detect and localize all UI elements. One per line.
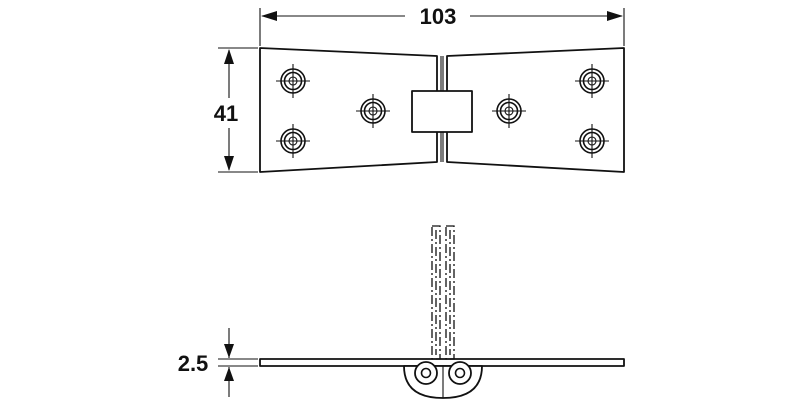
height-dimension-label: 41 <box>214 101 238 126</box>
width-dimension-label: 103 <box>420 4 457 29</box>
side-plate <box>259 358 625 367</box>
arrowhead <box>224 156 234 171</box>
knuckle-pin <box>448 361 472 385</box>
left-leaf <box>259 47 438 173</box>
knuckle-pin <box>414 361 438 385</box>
open-leaf-phantom <box>431 225 441 360</box>
hinge-side-view <box>259 225 625 399</box>
width-dimension: 103 <box>259 4 625 46</box>
thickness-dimension-label: 2.5 <box>178 351 209 376</box>
arrowhead <box>607 11 623 21</box>
screw-hole <box>276 64 310 98</box>
thickness-dimension: 2.5 <box>178 328 258 397</box>
right-leaf <box>446 47 625 173</box>
screw-hole <box>492 94 526 128</box>
screw-hole <box>356 94 390 128</box>
arrowhead <box>261 11 277 21</box>
hinge-top-view <box>259 47 625 173</box>
arrowhead <box>224 367 234 381</box>
open-leaf-phantom <box>445 225 455 360</box>
screw-hole <box>575 124 609 158</box>
screw-hole <box>575 64 609 98</box>
knuckle-block <box>411 90 473 133</box>
arrowhead <box>224 344 234 358</box>
screw-hole <box>276 124 310 158</box>
arrowhead <box>224 49 234 64</box>
height-dimension: 41 <box>214 47 258 173</box>
